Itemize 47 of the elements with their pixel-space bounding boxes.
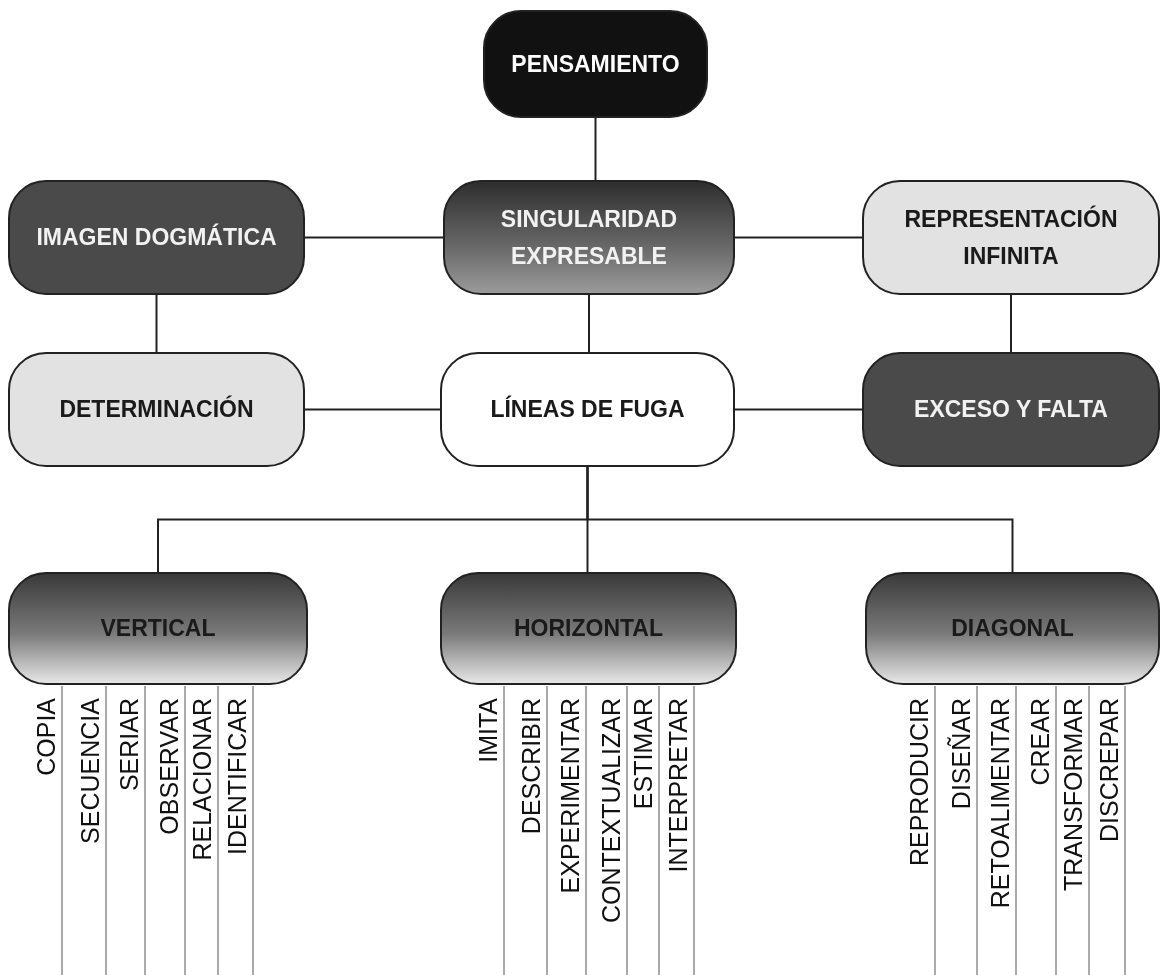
connector-line <box>586 466 1014 573</box>
connector-line <box>734 236 863 239</box>
vertical-word: DISCREPAR <box>1096 698 1122 842</box>
vertical-word: COPIA <box>33 698 59 776</box>
vertical-word: TRANSFORMAR <box>1060 698 1086 892</box>
vertical-word: EXPERIMENTAR <box>557 698 583 894</box>
box-label: SINGULARIDAD EXPRESABLE <box>499 204 679 271</box>
connector-line <box>588 294 590 353</box>
vertical-word: IDENTIFICAR <box>224 698 250 855</box>
vertical-word: INTERPRETAR <box>665 698 691 873</box>
vertical-word: OBSERVAR <box>156 698 182 835</box>
box-label: DETERMINACIÓN <box>58 394 255 425</box>
connector-line <box>594 117 597 181</box>
connector-line <box>734 408 863 411</box>
concept-box <box>440 352 735 467</box>
vertical-word: IMITA <box>475 698 501 763</box>
concept-box <box>483 10 708 118</box>
connector-line <box>304 236 444 239</box>
vertical-word: SERIAR <box>116 698 142 792</box>
concept-box <box>8 352 305 467</box>
concept-box <box>8 180 305 295</box>
box-label: IMAGEN DOGMÁTICA <box>35 222 278 253</box>
vertical-word: DESCRIBIR <box>518 698 544 835</box>
vertical-word: DISEÑAR <box>948 698 974 810</box>
box-label: DIAGONAL <box>950 614 1075 644</box>
box-label: VERTICAL <box>99 614 217 644</box>
box-label: HORIZONTAL <box>512 614 665 644</box>
vertical-word: CONTEXTUALIZAR <box>598 698 624 924</box>
concept-box <box>865 572 1160 685</box>
vertical-word: ESTIMAR <box>630 698 656 810</box>
box-label: EXCESO Y FALTA <box>913 395 1109 425</box>
vertical-word: CREAR <box>1027 698 1053 786</box>
vertical-word: SECUENCIA <box>77 698 103 844</box>
concept-box <box>862 352 1160 467</box>
box-label: REPRESENTACIÓN INFINITA <box>903 204 1119 271</box>
concept-box <box>443 180 735 295</box>
vertical-word: REPRODUCIR <box>906 698 932 867</box>
concept-box <box>440 572 737 685</box>
box-label: LÍNEAS DE FUGA <box>489 394 686 425</box>
box-label: PENSAMIENTO <box>510 49 681 79</box>
connector-line <box>1010 294 1012 353</box>
vertical-word: RELACIONAR <box>189 698 215 861</box>
vertical-word: RETOALIMENTAR <box>987 698 1013 909</box>
connector-line <box>155 294 158 353</box>
concept-box <box>8 572 308 685</box>
concept-box <box>862 180 1160 295</box>
connector-line <box>304 408 441 411</box>
